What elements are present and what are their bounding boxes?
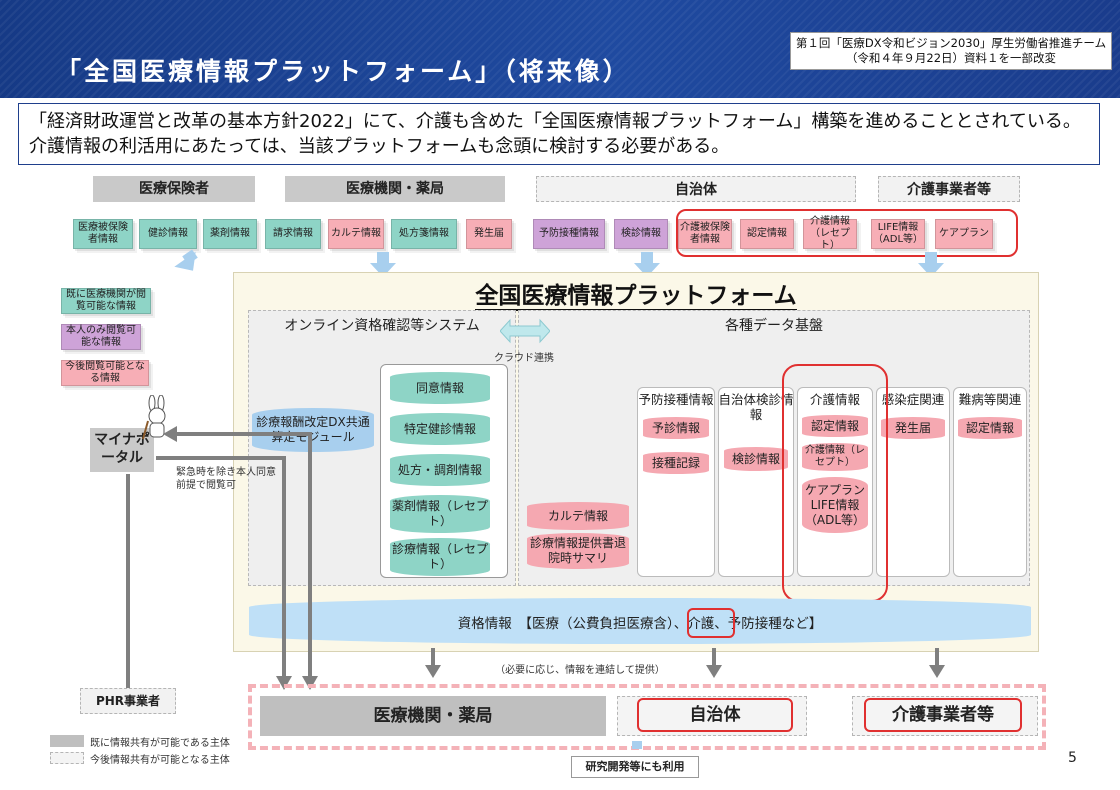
cyl-summary: 診療情報提供書退院時サマリ <box>527 533 629 569</box>
arrow-down-care-head <box>929 665 945 678</box>
group-insurer: 医療保険者 <box>93 176 255 202</box>
cyl-consent: 同意情報 <box>390 372 490 404</box>
column-municipal-screening <box>718 387 794 577</box>
cyl-karte: カルテ情報 <box>527 502 629 530</box>
tag-prescription-info: 処方箋情報 <box>391 219 457 249</box>
tag-occurrence-report: 発生届 <box>466 219 512 249</box>
online-system-label: オンライン資格確認等システム <box>284 318 480 334</box>
tag-care-insured-info: 介護被保険者情報 <box>678 219 732 249</box>
arrow-portal-to-medical <box>156 456 286 460</box>
arrow-care-stem <box>925 252 937 264</box>
column-vaccination <box>637 387 715 577</box>
legend-future-label: 今後情報共有が可能となる主体 <box>90 755 230 766</box>
cyl-pre-exam: 予診情報 <box>643 417 709 439</box>
arrow-medical-down-left <box>282 456 286 678</box>
tag-careplan: ケアプラン <box>935 219 993 249</box>
group-municipality: 自治体 <box>536 176 856 202</box>
tag-screening-info: 検診情報 <box>614 219 668 249</box>
care-qualification-highlight <box>687 608 735 638</box>
emergency-note: 緊急時を除き本人同意前提で閲覧可 <box>176 467 276 491</box>
cyl-intractable-cert: 認定情報 <box>958 417 1022 439</box>
tag-life-info: LIFE情報（ADL等） <box>871 219 925 249</box>
cyl-care-certification: 認定情報 <box>802 415 868 437</box>
legend-future-viewable: 今後閲覧可能となる情報 <box>61 360 149 386</box>
cyl-vaccination-record: 接種記録 <box>643 452 709 474</box>
dx-module: 診療報酬改定DX共通算定モジュール <box>252 408 374 452</box>
tag-drug-info: 薬剤情報 <box>203 219 257 249</box>
cyl-infection-report: 発生届 <box>881 417 945 439</box>
bottom-recipients-area <box>248 684 1046 750</box>
cloud-link-label: クラウド連携 <box>494 353 554 364</box>
qualification-bar <box>249 598 1031 644</box>
arrow-down-medical <box>431 648 435 668</box>
column-intractable-head: 難病等関連 <box>958 392 1022 407</box>
cyl-specific-checkup: 特定健診情報 <box>390 413 490 445</box>
arrow-down-care <box>935 648 939 668</box>
page-title: 「全国医療情報プラットフォーム」（将来像） <box>56 57 631 86</box>
cyl-careplan-life: ケアプラン LIFE情報（ADL等） <box>802 477 868 533</box>
legend-viewable-now: 既に医療機関が閲覧可能な情報 <box>61 288 151 314</box>
arrow-platform-to-portal <box>176 432 312 436</box>
column-care-info-head: 介護情報 <box>809 392 860 407</box>
arrow-insurer-head <box>174 251 204 279</box>
cyl-medical-receipt: 診療情報（レセプト） <box>390 538 490 576</box>
arrow-portal-to-phr <box>126 474 130 688</box>
qualification-text: 資格情報 【医療（公費負担医療含）、介護、予防接種など】 <box>457 616 823 632</box>
cyl-care-receipt: 介護情報（レセプト） <box>802 443 868 471</box>
arrow-medical-down-right <box>308 436 312 678</box>
care-info-highlight-top <box>676 209 1018 257</box>
phr-provider: PHR事業者 <box>80 688 176 714</box>
cyl-screening: 検診情報 <box>724 447 788 471</box>
legend-existing-swatch <box>50 735 84 747</box>
tag-vaccination-info: 予防接種情報 <box>533 219 605 249</box>
tag-claim-info: 請求情報 <box>265 219 321 249</box>
tag-certification-info: 認定情報 <box>740 219 794 249</box>
column-municipal-screening-head: 自治体検診情報 <box>718 392 794 422</box>
bottom-municipality: 自治体 <box>637 698 793 732</box>
intro-text: 「経済財政運営と改革の基本方針2022」にて、介護も含めた「全国医療情報プラット… <box>18 103 1100 165</box>
tag-insured-info: 医療被保険者情報 <box>73 219 133 249</box>
legend-self-only: 本人のみ閲覧可能な情報 <box>61 324 141 350</box>
column-intractable <box>953 387 1027 577</box>
arrow-municipality-stem <box>641 252 653 264</box>
page-number: 5 <box>1068 750 1077 766</box>
arrow-medical-head-left <box>276 676 292 690</box>
platform-title: 全国医療情報プラットフォーム <box>233 276 1039 311</box>
tag-checkup-info: 健診情報 <box>139 219 197 249</box>
arrow-portal-head <box>163 426 177 442</box>
source-note: 第１回「医療DX令和ビジョン2030」厚生労働省推進チーム（令和４年９月22日）… <box>790 32 1112 70</box>
care-column-highlight <box>782 364 888 602</box>
research-use: 研究開発等にも利用 <box>571 756 699 778</box>
tag-care-receipt-info: 介護情報（レセプト） <box>803 216 857 251</box>
group-medical: 医療機関・薬局 <box>285 176 505 202</box>
arrow-down-municipality <box>712 648 716 668</box>
cyl-prescription: 処方・調剤情報 <box>390 454 490 486</box>
column-infection-head: 感染症関連 <box>881 392 945 407</box>
cyl-drug-receipt: 薬剤情報（レセプト） <box>390 495 490 533</box>
legend-future-swatch <box>50 752 84 764</box>
arrow-research-stem <box>632 741 642 749</box>
arrow-medical-head-right <box>302 676 318 690</box>
bottom-care: 介護事業者等 <box>864 698 1022 732</box>
arrow-down-municipality-head <box>706 665 722 678</box>
mascot-rabbit-icon <box>142 395 166 440</box>
arrow-medical-stem <box>377 252 389 264</box>
column-vaccination-head: 予防接種情報 <box>638 392 714 407</box>
bottom-medical: 医療機関・薬局 <box>260 696 606 736</box>
legend-existing-label: 既に情報共有が可能である主体 <box>90 738 230 749</box>
arrow-down-medical-head <box>425 665 441 678</box>
data-base-label: 各種データ基盤 <box>725 318 823 334</box>
platform-title-text: 全国医療情報プラットフォーム <box>475 283 797 311</box>
link-note: （必要に応じ、情報を連結して提供） <box>495 665 665 676</box>
group-care: 介護事業者等 <box>878 176 1020 202</box>
cloud-link-arrow <box>500 318 550 344</box>
tag-karte-info: カルテ情報 <box>328 219 384 249</box>
